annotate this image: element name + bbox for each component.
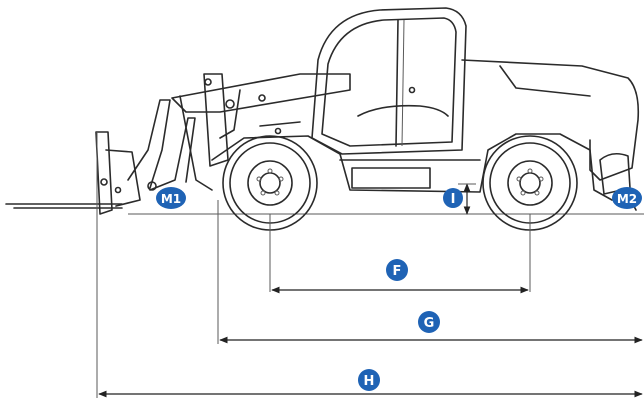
label-badge-f: F [386,259,408,281]
label-m1: M1 [161,192,181,206]
label-badge-i: I [443,188,463,208]
label-badge-m2: M2 [612,187,642,209]
label-g: G [424,316,435,331]
label-badge-m1: M1 [156,187,186,209]
label-h: H [364,374,375,389]
telehandler-outline [5,7,640,231]
label-i: I [451,192,456,207]
label-badge-g: G [418,311,440,333]
label-f: F [393,264,402,279]
label-m2: M2 [617,192,637,206]
label-badge-h: H [358,369,380,391]
